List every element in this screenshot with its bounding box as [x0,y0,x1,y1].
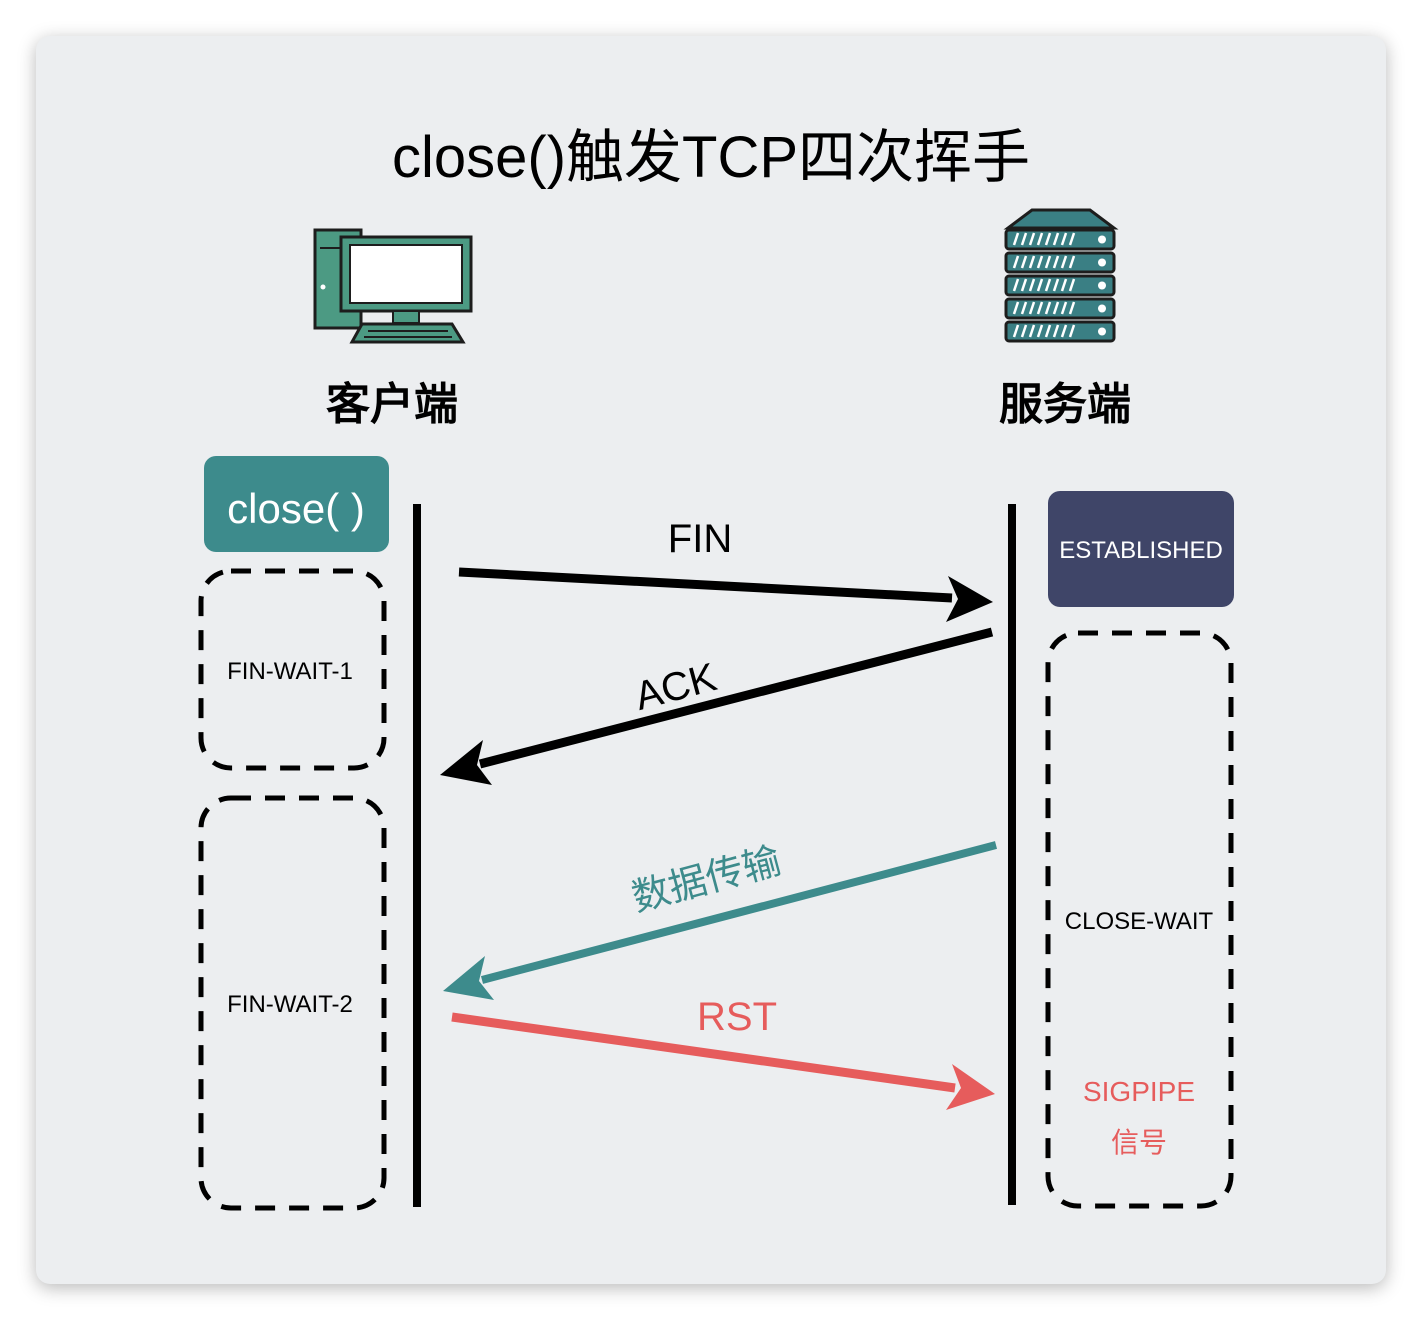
svg-text:CLOSE-WAIT: CLOSE-WAIT [1065,908,1214,935]
established-state-box: ESTABLISHED [1048,491,1234,607]
desktop-computer-icon [313,228,473,344]
fin-label: FIN [668,517,732,561]
diagram-card [36,36,1386,1284]
signal-label: 信号 [1111,1127,1167,1158]
server-label: 服务端 [999,380,1131,429]
ack-arrow: ACK [440,627,994,785]
sigpipe-label: SIGPIPE [1083,1076,1195,1107]
fin-wait-1-box: FIN-WAIT-1 [198,568,387,771]
server-rack-icon [1003,208,1119,343]
close-wait-box: CLOSE-WAIT SIGPIPE 信号 [1045,630,1234,1209]
rst-arrow: RST [451,995,995,1110]
svg-text:close( ): close( ) [227,485,365,532]
rst-label: RST [697,995,777,1039]
svg-text:FIN-WAIT-1: FIN-WAIT-1 [227,658,353,685]
close-call-box: close( ) [204,456,389,552]
data-transfer-arrow: 数据传输 [443,838,998,1000]
diagram-title: close()触发TCP四次挥手 [391,125,1031,190]
fin-arrow: FIN [458,517,993,622]
client-label: 客户端 [326,380,458,429]
svg-text:FIN-WAIT-2: FIN-WAIT-2 [227,991,353,1018]
svg-text:ESTABLISHED: ESTABLISHED [1059,537,1223,564]
fin-wait-2-box: FIN-WAIT-2 [198,795,387,1211]
